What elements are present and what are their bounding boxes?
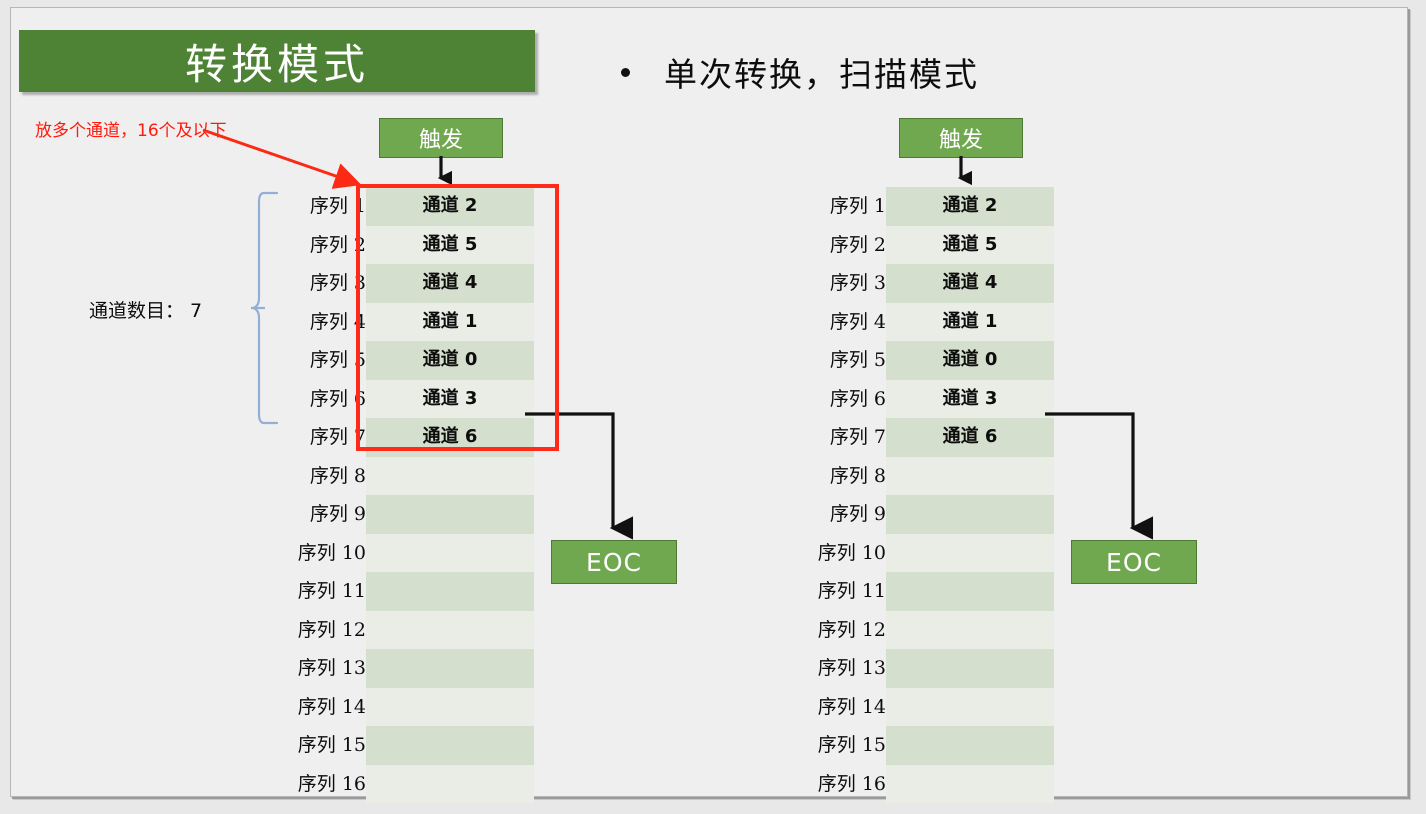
table-row: [886, 687, 1054, 726]
eoc-box-left[interactable]: EOC: [551, 540, 677, 584]
sequence-label: 序列 1: [309, 195, 366, 217]
channel-count-label: 通道数目： 7: [89, 300, 203, 322]
table-row: 通道 1: [366, 302, 534, 341]
slide-title-banner: 转换模式: [19, 30, 535, 92]
trigger-arrow-icon-left: [437, 156, 452, 188]
table-row: [886, 764, 1054, 803]
sequence-label-column-right: 序列 1 序列 2 序列 3 序列 4 序列 5 序列 6 序列 7 序列 8 序列 9 序列 1…: [781, 187, 886, 803]
table-row: [886, 572, 1054, 611]
table-row: [366, 726, 534, 765]
trigger-label: 触发: [938, 128, 983, 153]
sequence-label: 序列 3: [309, 272, 366, 294]
table-row: 通道 4: [366, 264, 534, 303]
table-row: [366, 610, 534, 649]
sequence-label: 序列 16: [297, 772, 366, 795]
bullet-headline: 单次转换，扫描模式: [621, 48, 979, 96]
table-row: 通道 3: [366, 379, 534, 418]
table-row: [366, 687, 534, 726]
table-row: [366, 572, 534, 611]
table-row: 通道 5: [366, 225, 534, 264]
sequence-label: 序列 2: [309, 233, 366, 256]
sequence-label: 序列 6: [309, 387, 366, 410]
sequence-label: 序列 9: [829, 503, 886, 525]
table-row: [366, 533, 534, 572]
eoc-box-right[interactable]: EOC: [1071, 540, 1197, 584]
sequence-label: 序列 14: [297, 695, 366, 718]
trigger-label: 触发: [418, 128, 463, 153]
eoc-label: EOC: [586, 547, 642, 577]
annotation-arrow-icon: [202, 128, 362, 189]
sequence-label: 序列 13: [817, 657, 886, 679]
table-row: [886, 533, 1054, 572]
sequence-label: 序列 5: [829, 349, 886, 371]
table-row: [366, 456, 534, 495]
table-row: 通道 4: [886, 264, 1054, 303]
sequence-label-column-left: 序列 1 序列 2 序列 3 序列 4 序列 5 序列 6 序列 7 序列 8 序列 9 序列 1…: [261, 187, 366, 803]
eoc-arrow-icon-left: [525, 412, 633, 543]
table-row: 通道 3: [886, 379, 1054, 418]
table-row: [886, 456, 1054, 495]
sequence-label: 序列 15: [297, 734, 366, 756]
table-row: 通道 2: [366, 187, 534, 226]
sequence-label: 序列 8: [829, 464, 886, 487]
table-row: [366, 764, 534, 803]
trigger-box-left[interactable]: 触发: [379, 118, 503, 158]
sequence-label: 序列 11: [297, 580, 366, 602]
sequence-label: 序列 1: [829, 195, 886, 217]
page-title: 转换模式: [184, 39, 369, 89]
bullet-headline-text: 单次转换，扫描模式: [664, 55, 979, 94]
sequence-label: 序列 5: [309, 349, 366, 371]
sequence-label: 序列 12: [817, 618, 886, 641]
table-row: [366, 649, 534, 688]
sequence-label: 序列 4: [829, 310, 886, 333]
selection-highlight-rectangle: [356, 184, 559, 451]
table-row: 通道 6: [886, 418, 1054, 457]
table-row: 通道 0: [366, 341, 534, 380]
sequence-label: 序列 7: [309, 426, 366, 448]
sequence-label: 序列 7: [829, 426, 886, 448]
table-row: [366, 495, 534, 534]
channel-group-brace-icon: [251, 191, 279, 425]
slide-canvas: 转换模式 单次转换，扫描模式 放多个通道，16个及以下 通道数目： 7 触发: [10, 7, 1408, 803]
table-row: 通道 1: [886, 302, 1054, 341]
table-row: 通道 2: [886, 187, 1054, 226]
annotation-text: 放多个通道，16个及以下: [35, 121, 227, 141]
table-row: [886, 610, 1054, 649]
table-row: [886, 649, 1054, 688]
table-row: [886, 726, 1054, 765]
sequence-label: 序列 12: [297, 618, 366, 641]
sequence-label: 序列 15: [817, 734, 886, 756]
sequence-label: 序列 2: [829, 233, 886, 256]
sequence-label: 序列 10: [817, 541, 886, 564]
eoc-arrow-icon-right: [1045, 412, 1153, 543]
sequence-label: 序列 4: [309, 310, 366, 333]
bullet-dot-icon: [621, 67, 630, 77]
table-row: 通道 0: [886, 341, 1054, 380]
trigger-box-right[interactable]: 触发: [899, 118, 1023, 158]
table-row: 通道 5: [886, 225, 1054, 264]
sequence-label: 序列 16: [817, 772, 886, 795]
eoc-label: EOC: [1106, 547, 1162, 577]
sequence-label: 序列 10: [297, 541, 366, 564]
sequence-label: 序列 14: [817, 695, 886, 718]
sequence-label: 序列 3: [829, 272, 886, 294]
sequence-label: 序列 8: [309, 464, 366, 487]
trigger-arrow-icon-right: [957, 156, 972, 188]
sequence-label: 序列 6: [829, 387, 886, 410]
sequence-label: 序列 9: [309, 503, 366, 525]
table-row: [886, 495, 1054, 534]
sequence-label: 序列 11: [817, 580, 886, 602]
sequence-label: 序列 13: [297, 657, 366, 679]
